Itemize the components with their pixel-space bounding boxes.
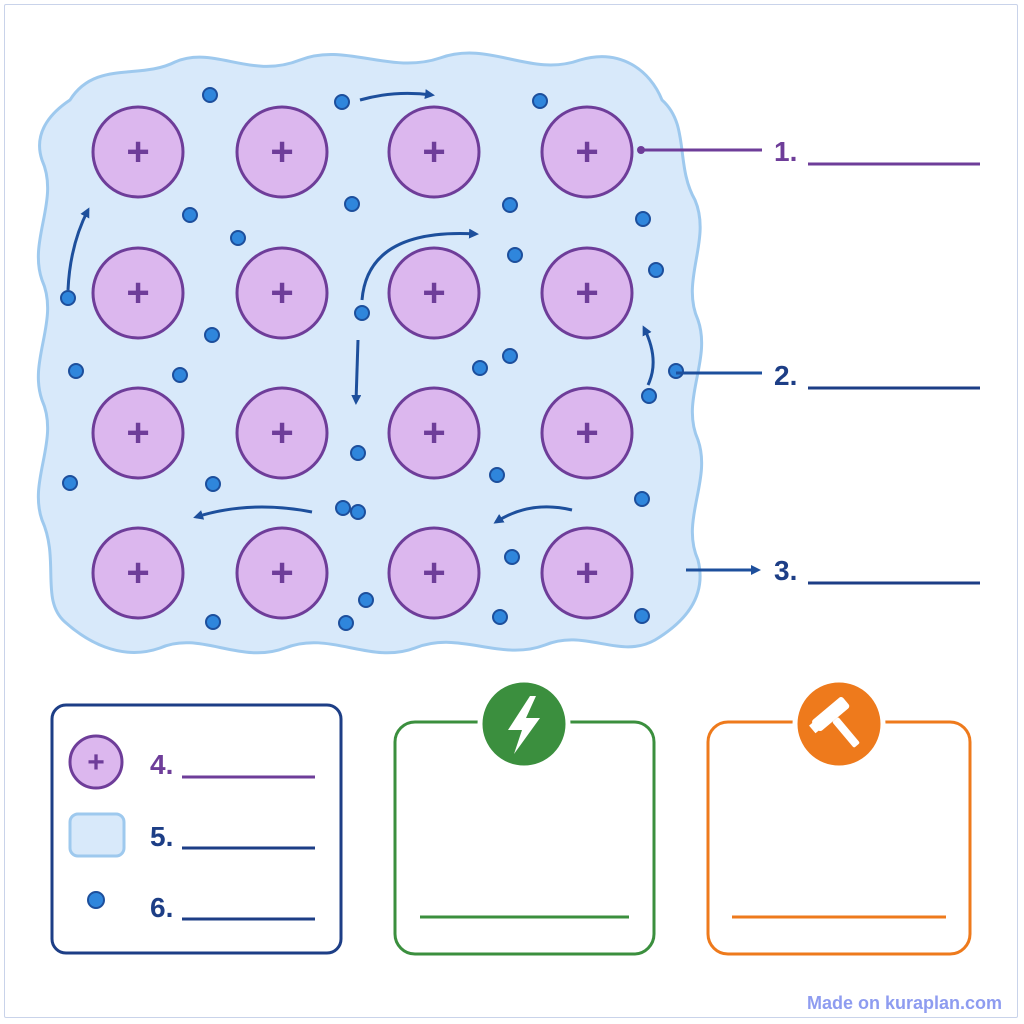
free-electron: [182, 207, 198, 223]
free-electron: [635, 211, 651, 227]
svg-text:+: +: [126, 411, 149, 455]
motion-arrow: [359, 89, 435, 102]
free-electron: [532, 93, 548, 109]
free-electron: [204, 327, 220, 343]
positive-ion: +: [91, 526, 185, 620]
motion-arrow: [493, 505, 573, 524]
label-4: 4.: [150, 749, 173, 780]
free-electron: [344, 196, 360, 212]
positive-ion: +: [387, 105, 481, 199]
free-electron: [350, 445, 366, 461]
free-electron: [668, 363, 684, 379]
free-electron: [60, 290, 76, 306]
positive-ion: +: [235, 526, 329, 620]
positive-ion: +: [235, 386, 329, 480]
free-electron: [472, 360, 488, 376]
free-electron: [504, 549, 520, 565]
lightning-bolt-icon: [508, 696, 540, 754]
svg-text:+: +: [270, 271, 293, 315]
electron-sea: [36, 51, 704, 655]
free-electron: [489, 467, 505, 483]
svg-text:+: +: [575, 551, 598, 595]
key-ion-icon: [68, 734, 124, 790]
ion-lattice: + + + + + + + + + + + + + + + +: [91, 105, 634, 620]
svg-text:+: +: [126, 130, 149, 174]
positive-ion: +: [235, 246, 329, 340]
motion-arrow: [351, 339, 362, 405]
free-electron: [172, 367, 188, 383]
label-3: 3.: [774, 555, 797, 586]
svg-text:+: +: [270, 551, 293, 595]
leader-dot-1: [637, 146, 645, 154]
free-electron: [507, 247, 523, 263]
key-box: [50, 703, 343, 955]
free-electron: [492, 609, 508, 625]
positive-ion: +: [235, 105, 329, 199]
svg-text:+: +: [422, 551, 445, 595]
free-electron: [68, 363, 84, 379]
positive-ion: +: [540, 246, 634, 340]
free-electron: [205, 614, 221, 630]
free-electron: [202, 87, 218, 103]
label-1: 1.: [774, 136, 797, 167]
free-electron: [641, 388, 657, 404]
motion-arrow: [642, 325, 655, 386]
motion-arrow: [66, 207, 90, 291]
svg-text:+: +: [422, 411, 445, 455]
positive-ion: +: [91, 105, 185, 199]
motion-arrow: [360, 228, 479, 301]
svg-text:+: +: [270, 411, 293, 455]
svg-text:+: +: [575, 411, 598, 455]
free-electrons: [60, 87, 684, 631]
svg-text:+: +: [575, 130, 598, 174]
free-electron: [502, 348, 518, 364]
svg-text:+: +: [126, 551, 149, 595]
free-electron: [230, 230, 246, 246]
svg-text:+: +: [422, 271, 445, 315]
free-electron: [502, 197, 518, 213]
label-2: 2.: [774, 360, 797, 391]
label-6: 6.: [150, 892, 173, 923]
free-electron: [62, 475, 78, 491]
footer-credit[interactable]: Made on kuraplan.com: [806, 993, 1002, 1013]
free-electron: [335, 500, 351, 516]
key-ion-sign: +: [87, 746, 105, 779]
free-electron: [350, 504, 366, 520]
hammer-icon: [809, 697, 860, 748]
svg-text:+: +: [575, 271, 598, 315]
free-electron: [358, 592, 374, 608]
positive-ion: +: [387, 246, 481, 340]
label-5: 5.: [150, 821, 173, 852]
positive-ion: +: [540, 526, 634, 620]
electron-motion-arrows: [66, 89, 655, 524]
positive-ion: +: [387, 386, 481, 480]
svg-text:+: +: [270, 130, 293, 174]
positive-ion: +: [387, 526, 481, 620]
free-electron: [648, 262, 664, 278]
key-sea-swatch: [68, 812, 126, 858]
positive-ion: +: [540, 105, 634, 199]
svg-text:+: +: [422, 130, 445, 174]
positive-ion: +: [91, 386, 185, 480]
free-electron: [354, 305, 370, 321]
key-electron-icon: [87, 891, 105, 909]
free-electron: [634, 608, 650, 624]
free-electron: [205, 476, 221, 492]
motion-arrow: [193, 505, 313, 520]
free-electron: [334, 94, 350, 110]
positive-ion: +: [540, 386, 634, 480]
svg-text:+: +: [126, 271, 149, 315]
free-electron: [338, 615, 354, 631]
positive-ion: +: [91, 246, 185, 340]
free-electron: [634, 491, 650, 507]
